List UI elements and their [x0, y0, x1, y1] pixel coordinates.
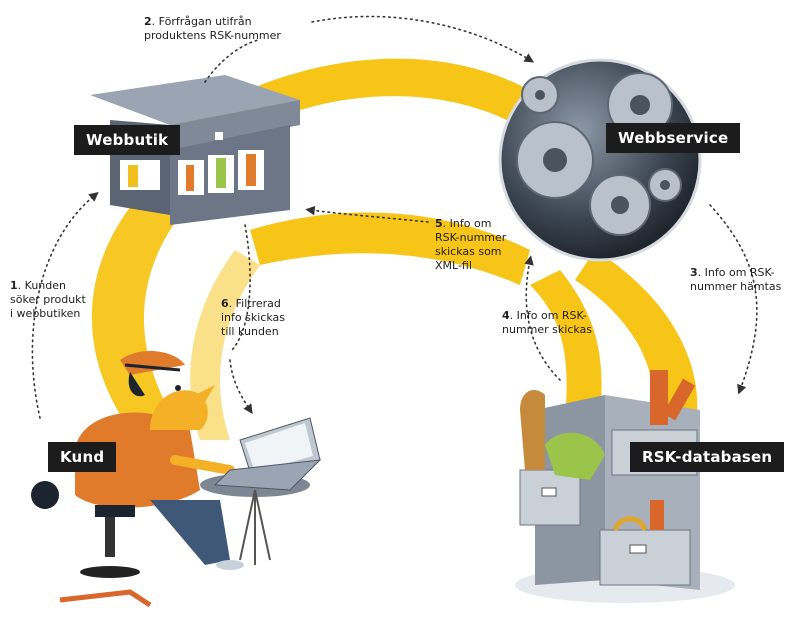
- step-line: produktens RSK-nummer: [144, 29, 281, 42]
- step-1-text: 1. Kunden söker produkt i webbutiken: [10, 279, 86, 321]
- arrow-step-4: [524, 255, 561, 381]
- step-3-text: 3. Info om RSK- nummer hämtas: [690, 266, 781, 294]
- step-line: RSK-nummer: [435, 231, 507, 244]
- step-line: nummer skickas: [502, 323, 593, 336]
- step-number: 2: [144, 15, 152, 28]
- step-line: till kunden: [221, 325, 279, 338]
- step-line: . Info om RSK-: [509, 309, 587, 322]
- step-line: info skickas: [221, 311, 285, 324]
- step-line: skickas som: [435, 245, 502, 258]
- node-label-webbservice: Webbservice: [606, 123, 741, 153]
- step-2-text: 2. Förfrågan utifrån produktens RSK-numm…: [144, 15, 281, 43]
- node-label-kund: Kund: [48, 442, 117, 472]
- step-line: . Förfrågan utifrån: [151, 15, 252, 28]
- step-5-text: 5. Info om RSK-nummer skickas som XML-fi…: [435, 217, 506, 273]
- step-number: 3: [690, 266, 698, 279]
- node-label-webbutik: Webbutik: [74, 125, 181, 155]
- arrow-step-6: [229, 224, 250, 410]
- step-line: söker produkt: [10, 293, 86, 306]
- arrow-step-5: [305, 205, 429, 223]
- customer-person-icon: [31, 350, 244, 608]
- step-line: . Info om RSK-: [697, 266, 775, 279]
- flow-arrows: [31, 15, 758, 419]
- step-line: nummer hämtas: [690, 280, 782, 293]
- step-number: 5: [435, 217, 443, 230]
- gear-sphere-icon: [498, 58, 702, 262]
- arrow-step-3: [709, 204, 758, 395]
- arrow-step-1: [31, 191, 99, 419]
- step-number: 1: [10, 279, 18, 292]
- arrow-step-2: [204, 15, 530, 83]
- filing-cabinet-icon: [515, 370, 735, 603]
- step-line: i webbutiken: [10, 307, 81, 320]
- node-label-rsk-databasen: RSK-databasen: [630, 442, 785, 472]
- step-line: . Kunden: [17, 279, 66, 292]
- step-4-text: 4. Info om RSK- nummer skickas: [502, 309, 592, 337]
- step-line: . Filtrerad: [228, 297, 281, 310]
- store-building-icon: [90, 75, 300, 225]
- step-number: 6: [221, 297, 229, 310]
- laptop-icon: [200, 417, 322, 565]
- step-line: XML-fil: [435, 259, 472, 272]
- step-6-text: 6. Filtrerad info skickas till kunden: [221, 297, 285, 339]
- step-number: 4: [502, 309, 510, 322]
- step-line: . Info om: [442, 217, 492, 230]
